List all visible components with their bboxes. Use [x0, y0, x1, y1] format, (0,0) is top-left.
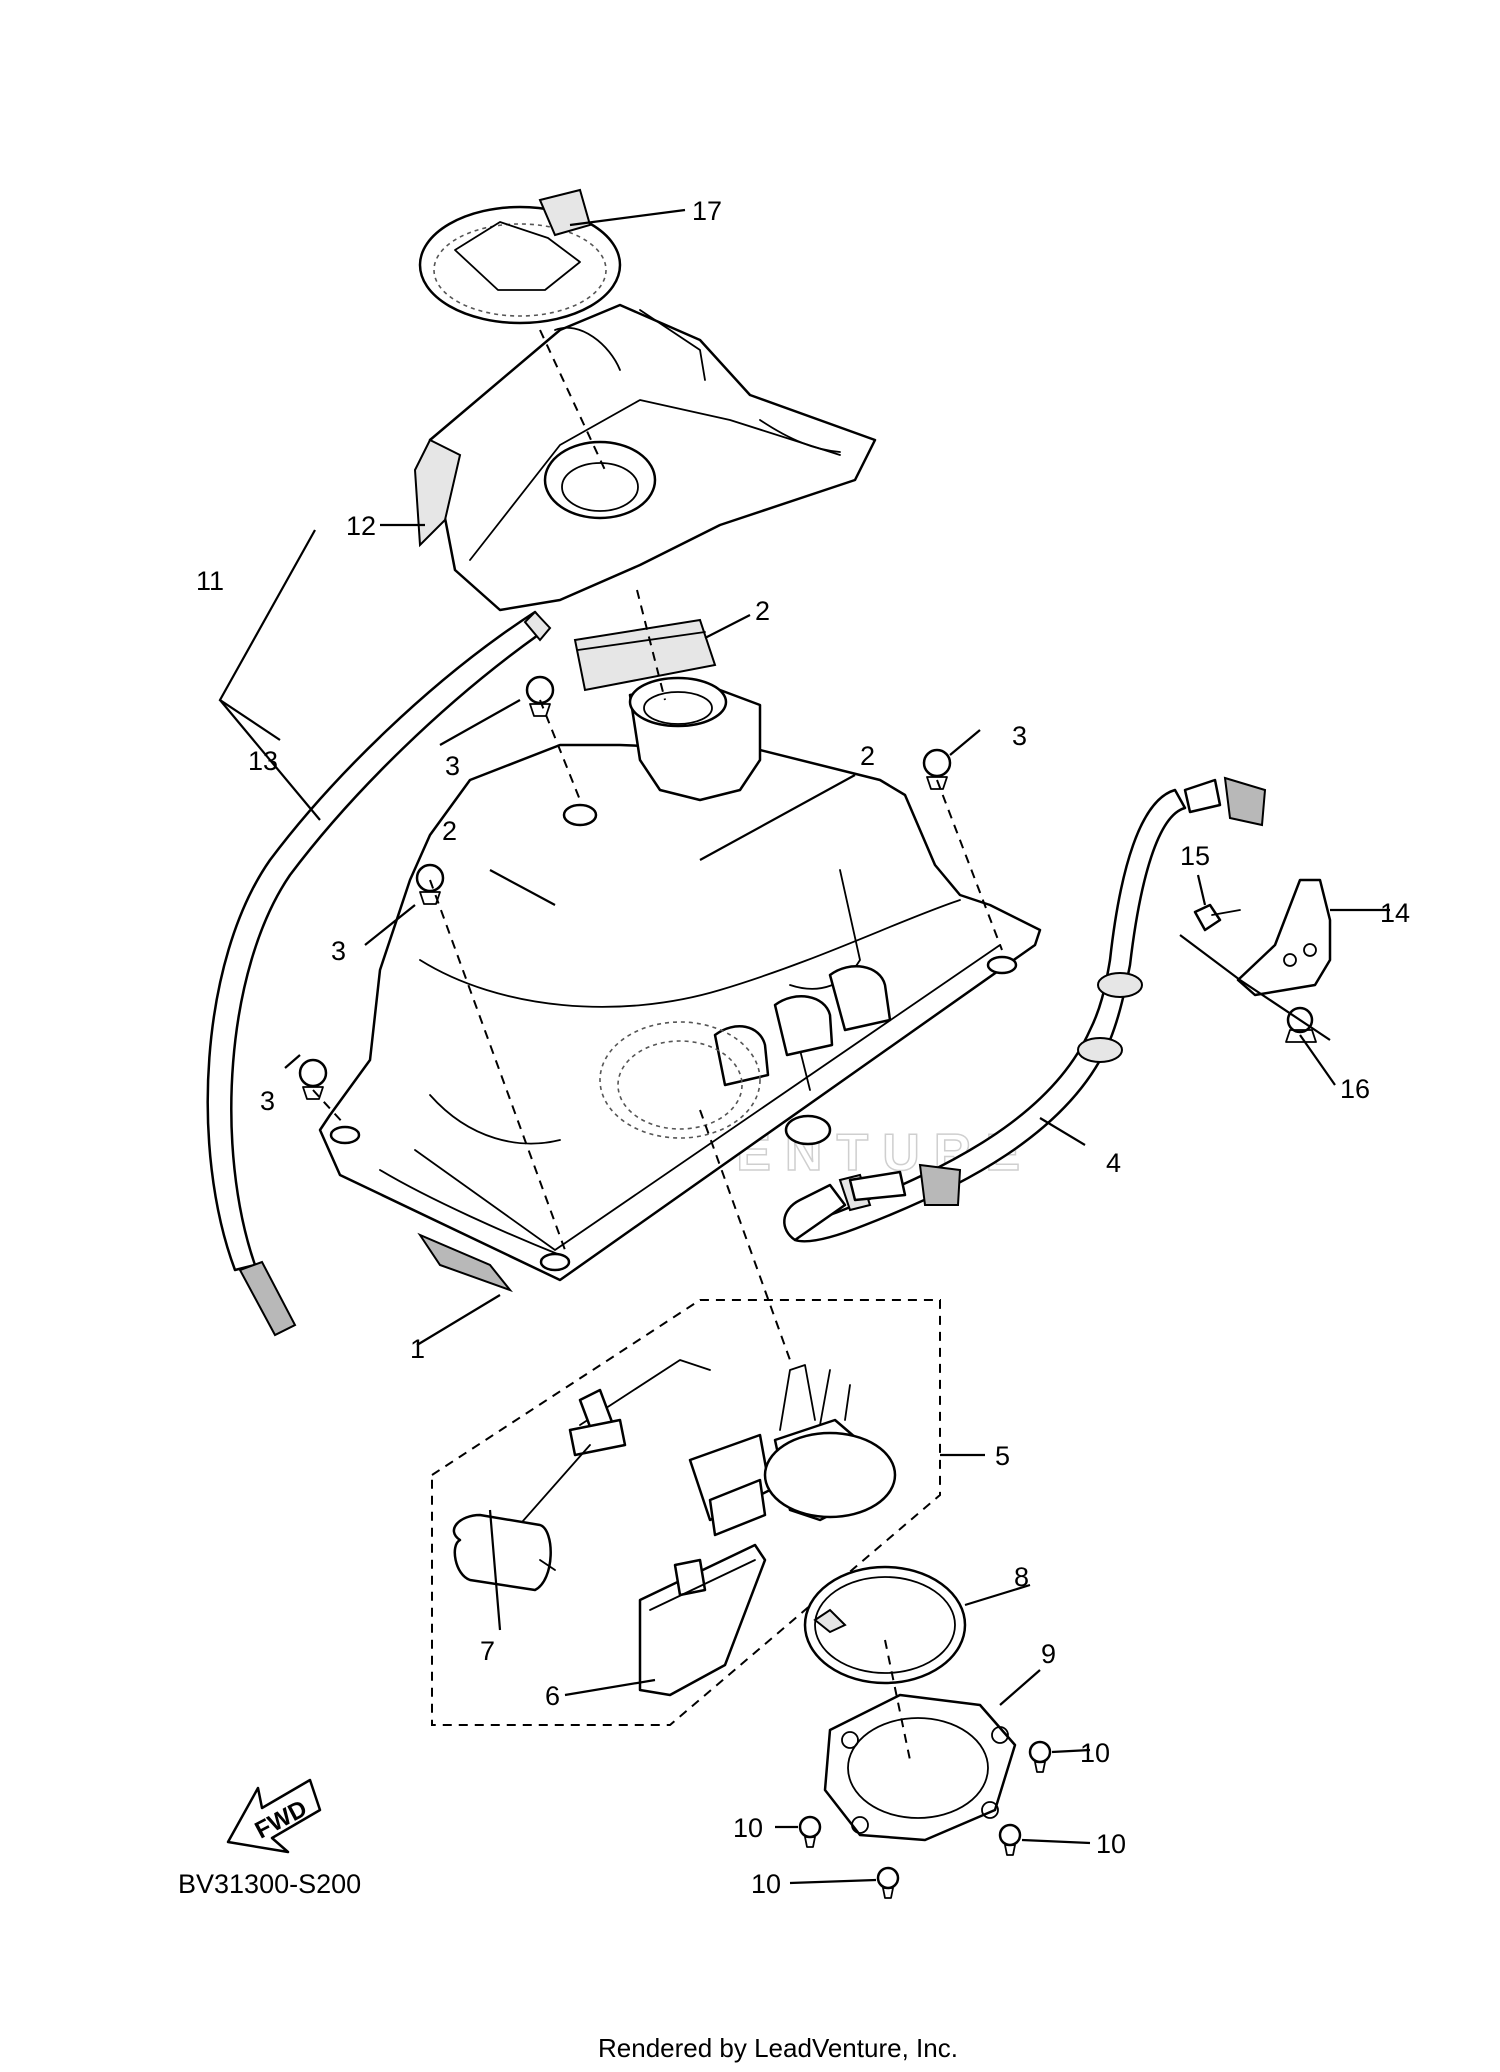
- callout-7: 7: [480, 1636, 495, 1666]
- pad-part-2-upper[interactable]: [573, 618, 717, 692]
- rendered-by-label: Rendered by LeadVenture, Inc.: [598, 2033, 958, 2063]
- callout-14: 14: [1380, 898, 1410, 928]
- callout-1: 1: [410, 1334, 425, 1364]
- callout-8: 8: [1014, 1562, 1029, 1592]
- grommet-part-3-c[interactable]: [298, 1058, 328, 1100]
- callout-10-a: 10: [1080, 1738, 1110, 1768]
- bolt-part-15[interactable]: [1193, 903, 1241, 932]
- fuel-tank-part-1[interactable]: [318, 676, 1042, 1293]
- callout-2-c: 2: [442, 816, 457, 846]
- callout-15: 15: [1180, 841, 1210, 871]
- screw-part-10-b[interactable]: [798, 1815, 822, 1848]
- fuel-cap-part-17[interactable]: [418, 188, 622, 325]
- fuel-hose-part-4[interactable]: [783, 776, 1267, 1243]
- callout-numbers: 17 12 11 2 13 3 3 2 2 3 3 15 14 16 4 1 5…: [196, 196, 1410, 1899]
- callout-17: 17: [692, 196, 722, 226]
- breather-hose-part-13[interactable]: [206, 610, 552, 1337]
- callout-10-c: 10: [1096, 1829, 1126, 1859]
- callout-3-d: 3: [1012, 721, 1027, 751]
- filter-part-6[interactable]: [638, 1543, 767, 1697]
- callout-9: 9: [1041, 1639, 1056, 1669]
- screw-part-10-a[interactable]: [1028, 1740, 1052, 1773]
- diagram-code: BV31300-S200: [178, 1869, 361, 1899]
- fwd-arrow-icon: FWD: [226, 1778, 322, 1854]
- callout-6: 6: [545, 1681, 560, 1711]
- callout-10-b: 10: [733, 1813, 763, 1843]
- callout-5: 5: [995, 1441, 1010, 1471]
- callout-3-a: 3: [445, 751, 460, 781]
- callout-3-b: 3: [331, 936, 346, 966]
- leader-lines: [218, 208, 1390, 1885]
- callout-2-b: 2: [860, 741, 875, 771]
- callout-12: 12: [346, 511, 376, 541]
- callout-4: 4: [1106, 1148, 1121, 1178]
- tank-cover-part-12[interactable]: [413, 303, 877, 612]
- callout-13: 13: [248, 746, 278, 776]
- screw-part-10-d[interactable]: [876, 1866, 900, 1899]
- callout-11: 11: [196, 566, 224, 596]
- gasket-part-9[interactable]: [823, 1693, 1017, 1842]
- callout-16: 16: [1340, 1074, 1370, 1104]
- screw-part-10-c[interactable]: [998, 1823, 1022, 1856]
- callout-2-a: 2: [755, 596, 770, 626]
- ring-part-8[interactable]: [803, 1565, 967, 1685]
- grommet-part-3-a[interactable]: [525, 675, 555, 717]
- assembly-lines: [312, 329, 1003, 1761]
- grommet-part-3-b[interactable]: [415, 863, 445, 905]
- grommet-part-3-d[interactable]: [922, 748, 952, 790]
- bracket-part-14[interactable]: [1236, 878, 1332, 997]
- callout-3-c: 3: [260, 1086, 275, 1116]
- float-part-7[interactable]: [452, 1513, 556, 1592]
- fuel-pump-assembly-part-5[interactable]: [431, 1299, 941, 1726]
- callout-10-d: 10: [751, 1869, 781, 1899]
